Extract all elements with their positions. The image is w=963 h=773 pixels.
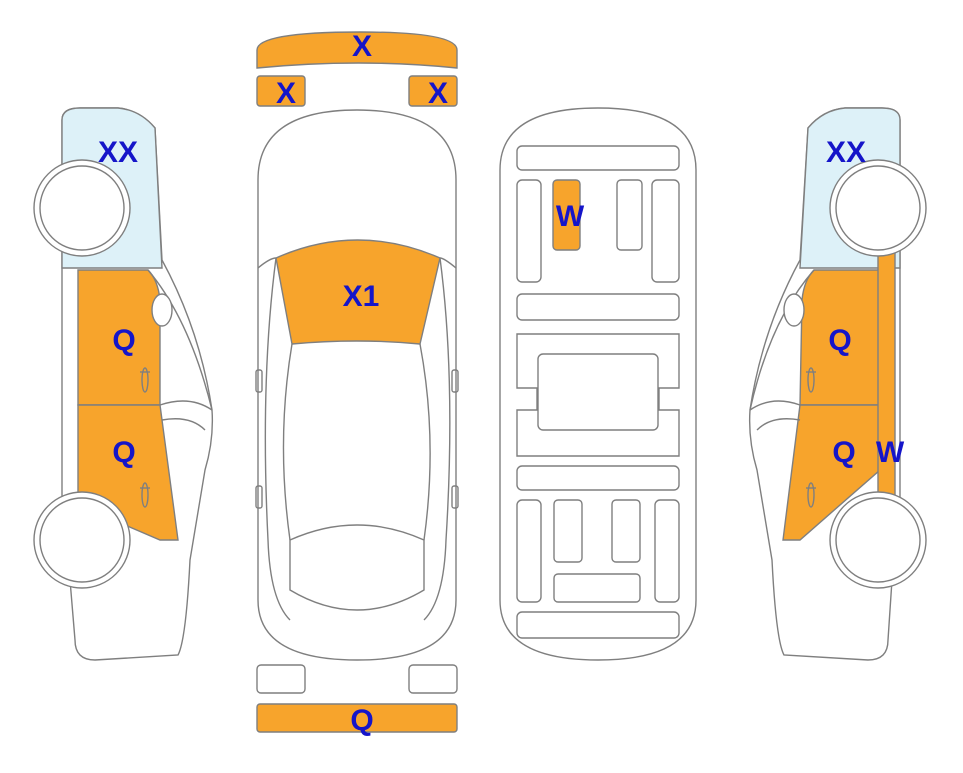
left-window-line-lower <box>161 418 206 431</box>
left-rear-door-label: Q <box>112 436 135 469</box>
rear-bumper-label: Q <box>350 704 373 737</box>
rear-right-light <box>408 664 458 694</box>
underbody-center-pan <box>537 353 659 431</box>
underbody-view <box>499 107 697 661</box>
rear-left-light <box>256 664 306 694</box>
right-rear-wheel <box>829 491 927 589</box>
front-right-light-panel[interactable] <box>408 75 458 107</box>
right-mirror <box>783 293 805 327</box>
top-view-body-outline <box>257 109 457 661</box>
damage-labels: X X X X1 Q W XX Q Q XX Q Q W <box>98 30 905 737</box>
hood-label: X1 <box>343 280 380 313</box>
top-view-right-handle <box>451 485 459 509</box>
left-front-door-label: Q <box>112 324 135 357</box>
underbody-rear-left-channel <box>553 499 583 563</box>
front-left-light-label: X <box>276 77 296 110</box>
left-front-door-handle <box>140 367 150 393</box>
underbody-right-rail <box>651 179 680 283</box>
top-view-left-pillar <box>264 257 291 621</box>
right-front-fender-label: XX <box>826 136 866 169</box>
left-front-fender-label: XX <box>98 136 138 169</box>
right-rear-door-handle <box>806 482 816 508</box>
top-view-right-mirror <box>451 369 459 393</box>
front-right-light-label: X <box>428 77 448 110</box>
rear-bumper-panel[interactable] <box>256 703 458 733</box>
top-view-left-handle <box>255 485 263 509</box>
right-window-line <box>749 400 801 411</box>
underbody-right-channel <box>616 179 643 251</box>
right-rear-door-label: Q <box>832 436 855 469</box>
underbody-center-frame <box>516 333 680 457</box>
right-window-line-lower <box>756 418 801 431</box>
underbody-cross-member-1 <box>516 293 680 321</box>
underbody-front-rail <box>516 145 680 171</box>
front-bumper-label: X <box>352 30 372 63</box>
top-view-right-pillar <box>423 257 451 621</box>
right-front-door-label: Q <box>828 324 851 357</box>
roof-panel[interactable] <box>552 179 581 251</box>
front-bumper-panel[interactable] <box>256 31 458 69</box>
underbody-rear-right-channel <box>611 499 641 563</box>
top-view-inner-left <box>282 343 293 541</box>
underbody-left-rail <box>516 179 542 283</box>
top-view-windshield-frame <box>257 257 457 269</box>
right-side-view <box>748 107 927 661</box>
right-window-pillar <box>749 269 815 411</box>
top-view-inner-right <box>419 343 431 541</box>
roof-panel-label: W <box>556 200 585 233</box>
top-view <box>255 31 459 733</box>
left-mirror <box>151 293 173 327</box>
right-pillar-label: W <box>876 436 905 469</box>
left-rear-door-handle <box>140 482 150 508</box>
underbody-rear-right-rail <box>654 499 680 603</box>
underbody-outline <box>499 107 697 661</box>
underbody-rear-cross <box>553 573 641 603</box>
top-view-rear-window <box>289 524 425 611</box>
left-rear-wheel <box>33 491 131 589</box>
underbody-cross-member-2 <box>516 465 680 491</box>
left-window-line <box>159 400 213 411</box>
right-front-wheel <box>829 159 927 257</box>
left-window-pillar <box>147 269 213 411</box>
left-front-wheel <box>33 159 131 257</box>
underbody-rear-left-rail <box>516 499 542 603</box>
underbody-rear-rail <box>516 611 680 639</box>
front-left-light-panel[interactable] <box>256 75 306 107</box>
top-view-left-mirror <box>255 369 263 393</box>
right-front-door-handle <box>806 367 816 393</box>
left-side-view <box>33 107 214 661</box>
